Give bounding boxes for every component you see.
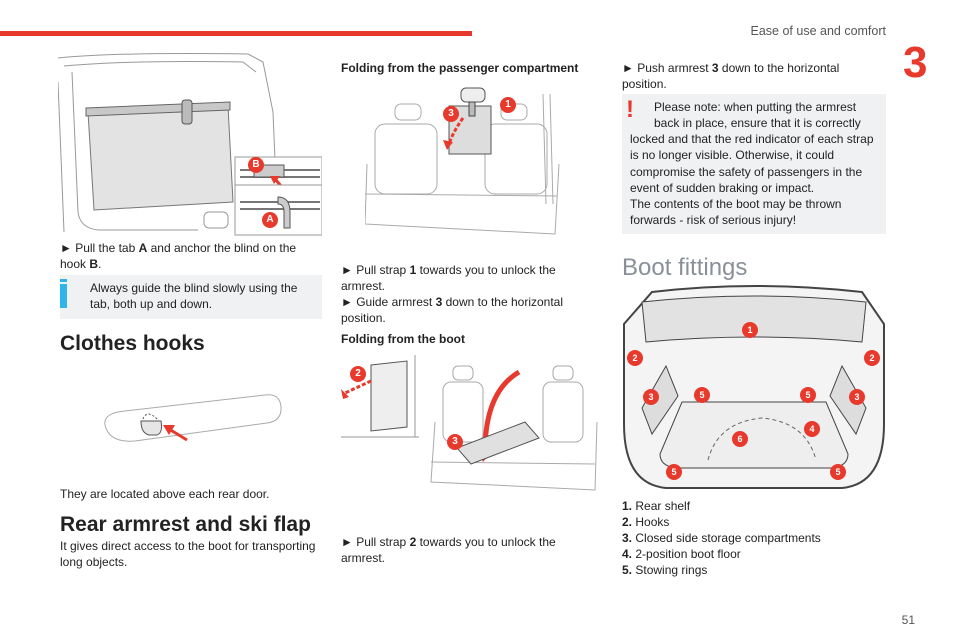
callout-b: B [252, 159, 260, 170]
fitting-4-label: 4 [809, 424, 814, 434]
fitting-5-low-left-marker [666, 464, 682, 480]
fitting-1-marker [742, 322, 758, 338]
fitting-5-mid-right-marker [800, 387, 816, 403]
callout-3-label: 3 [448, 108, 454, 119]
armrest-heading: Rear armrest and ski flap [60, 513, 311, 536]
fitting-2-left-label: 2 [632, 353, 637, 363]
strap-detail-illustration [341, 355, 419, 438]
info-note: Always guide the blind slowly using the … [60, 275, 322, 319]
fitting-3-right-label: 3 [854, 392, 859, 402]
passenger-heading: Folding from the passenger compartment [341, 61, 579, 75]
chapter-number: 3 [903, 38, 928, 87]
list-item: 3. Closed side storage compartments [622, 531, 821, 545]
callout-2-label: 2 [355, 368, 361, 379]
fitting-2-right-marker [864, 350, 880, 366]
page-number: 51 [901, 613, 915, 627]
callout-b-marker [248, 157, 264, 173]
callout-1-label: 1 [505, 99, 511, 110]
fitting-3-left-label: 3 [648, 392, 653, 402]
callout-3-marker [443, 106, 459, 122]
clothes-hooks-text: They are located above each rear door. [60, 487, 270, 501]
callout-1-marker [500, 97, 516, 113]
list-item: 4. 2-position boot floor [622, 547, 741, 561]
fitting-5-mid-left-marker [694, 387, 710, 403]
fitting-2-left-marker [627, 350, 643, 366]
fitting-5-low-left-label: 5 [671, 467, 676, 477]
list-item: 2. Hooks [622, 515, 670, 529]
warning-icon: ! [626, 96, 634, 123]
armrest-text: It gives direct access to the boot for t… [60, 539, 316, 569]
clothes-hook-illustration [104, 394, 282, 442]
boot-fittings-heading: Boot fittings [622, 254, 748, 281]
boot-fittings-illustration: 1 2 2 3 3 4 5 5 5 5 6 [623, 285, 885, 489]
fitting-6-label: 6 [737, 434, 742, 444]
fitting-5-low-right-marker [830, 464, 846, 480]
info-icon [60, 284, 67, 308]
fitting-3-right-marker [849, 389, 865, 405]
armrest-boot-illustration [430, 365, 598, 491]
armrest-passenger-illustration [365, 87, 560, 235]
fitting-2-right-label: 2 [869, 353, 874, 363]
callout-3b-label: 3 [452, 436, 458, 447]
fitting-6-marker [732, 431, 748, 447]
fitting-5-mid-right-label: 5 [805, 390, 810, 400]
fitting-4-marker [804, 421, 820, 437]
callout-a: A [266, 214, 274, 225]
boot-fold-heading: Folding from the boot [341, 332, 465, 346]
warning-note: ! Please note: when putting the armrest … [622, 94, 886, 234]
push-step: ► Push armrest 3 down to the horizontal … [622, 61, 840, 91]
callout-3b-marker [447, 434, 463, 450]
header-accent-bar [0, 31, 472, 36]
fitting-5-low-right-label: 5 [835, 467, 840, 477]
clothes-hooks-heading: Clothes hooks [60, 332, 205, 355]
callout-2-marker [350, 366, 366, 382]
list-item: 1. Rear shelf [622, 499, 691, 513]
list-item: 5. Stowing rings [622, 563, 708, 577]
fitting-5-mid-left-label: 5 [699, 390, 704, 400]
callout-a-marker [262, 212, 278, 228]
fitting-3-left-marker [643, 389, 659, 405]
passenger-steps: ► Pull strap 1 towards you to unlock the… [341, 263, 564, 325]
fitting-1-label: 1 [747, 325, 752, 335]
rear-blind-illustration [58, 53, 322, 236]
section-title: Ease of use and comfort [750, 24, 887, 38]
boot-step: ► Pull strap 2 towards you to unlock the… [341, 535, 556, 565]
blind-instruction: ► Pull the tab A and anchor the blind on… [60, 241, 297, 271]
